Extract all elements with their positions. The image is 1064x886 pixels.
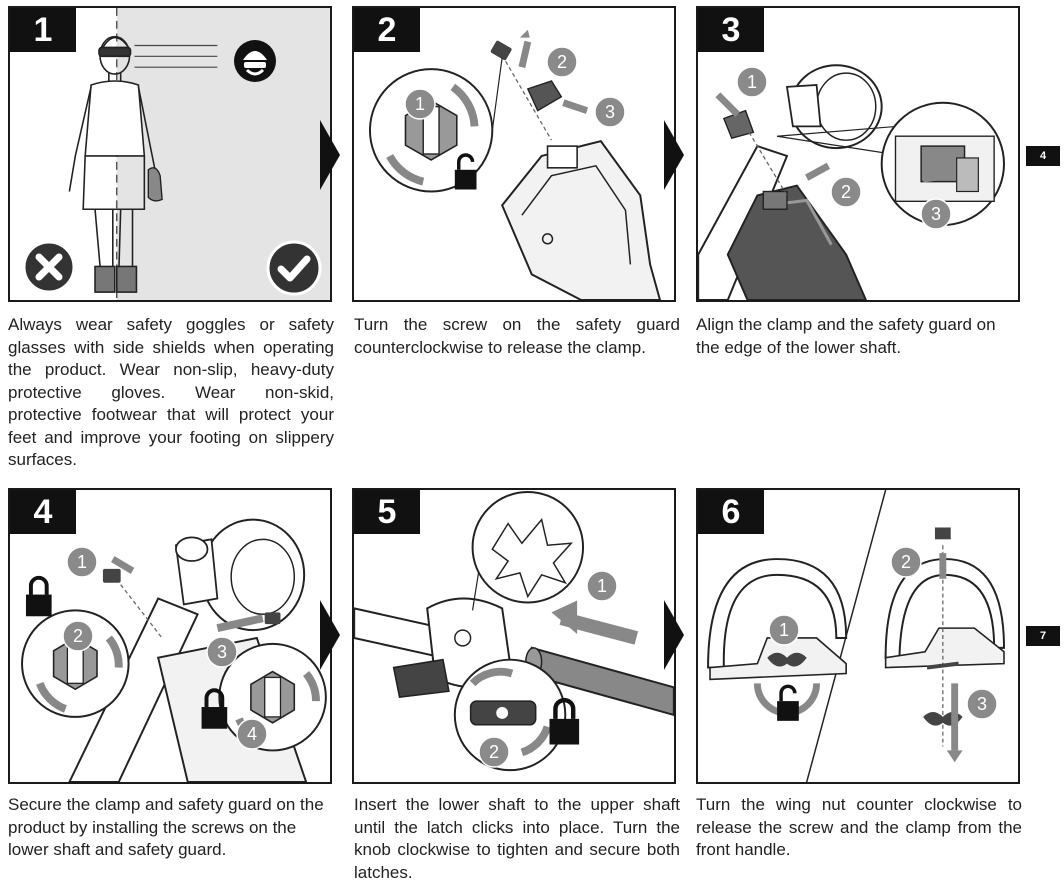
callout-2: 2 bbox=[62, 620, 94, 652]
step-6-caption: Turn the wing nut counter clockwise to r… bbox=[696, 795, 1022, 859]
svg-text:3: 3 bbox=[931, 204, 941, 224]
callout-3: 3 bbox=[594, 96, 626, 128]
svg-text:4: 4 bbox=[247, 724, 257, 744]
svg-text:2: 2 bbox=[73, 626, 83, 646]
step-3-panel: 3 1 2 3 bbox=[696, 6, 1020, 302]
step-2-number-badge: 2 bbox=[354, 8, 420, 52]
step-3-caption: Align the clamp and the safety guard on … bbox=[696, 315, 996, 357]
callout-3: 3 bbox=[966, 688, 998, 720]
correct-icon bbox=[266, 240, 322, 296]
svg-text:1: 1 bbox=[415, 94, 425, 114]
incorrect-icon bbox=[22, 240, 76, 294]
callout-1: 1 bbox=[404, 88, 436, 120]
step-1-illustration bbox=[68, 8, 330, 300]
next-step-arrow bbox=[320, 120, 340, 190]
svg-text:1: 1 bbox=[77, 552, 87, 572]
step-2-caption: Turn the screw on the safety guard count… bbox=[354, 315, 680, 357]
svg-text:1: 1 bbox=[747, 72, 757, 92]
step-6-number-badge: 6 bbox=[698, 490, 764, 534]
callout-1: 1 bbox=[736, 66, 768, 98]
svg-text:3: 3 bbox=[217, 642, 227, 662]
callout-3: 3 bbox=[920, 198, 952, 230]
step-4-illustration bbox=[21, 518, 327, 782]
svg-text:3: 3 bbox=[605, 102, 615, 122]
next-step-arrow bbox=[664, 120, 684, 190]
svg-text:1: 1 bbox=[597, 576, 607, 596]
step-1-caption: Always wear safety goggles or safety gla… bbox=[8, 315, 334, 469]
callout-1: 1 bbox=[768, 614, 800, 646]
step-1-panel: 1 bbox=[8, 6, 332, 302]
step-3-number-badge: 3 bbox=[698, 8, 764, 52]
callout-2: 2 bbox=[890, 546, 922, 578]
step-5-number-badge: 5 bbox=[354, 490, 420, 534]
step-5-caption: Insert the lower shaft to the upper shaf… bbox=[354, 795, 680, 882]
callout-4: 4 bbox=[236, 718, 268, 750]
step-2-illustration bbox=[368, 29, 662, 300]
svg-text:2: 2 bbox=[557, 52, 567, 72]
callout-2: 2 bbox=[546, 46, 578, 78]
step-6-panel: 6 1 2 3 bbox=[696, 488, 1020, 784]
svg-text:2: 2 bbox=[901, 552, 911, 572]
next-step-arrow bbox=[664, 600, 684, 670]
callout-1: 1 bbox=[66, 546, 98, 578]
next-step-arrow bbox=[320, 600, 340, 670]
step-5-panel: 5 1 2 bbox=[352, 488, 676, 784]
page-reference-4: 4 bbox=[1026, 146, 1060, 166]
step-3-illustration bbox=[698, 64, 1005, 300]
svg-text:2: 2 bbox=[489, 742, 499, 762]
callout-3: 3 bbox=[206, 636, 238, 668]
callout-2: 2 bbox=[830, 176, 862, 208]
page-reference-7: 7 bbox=[1026, 626, 1060, 646]
callout-2: 2 bbox=[478, 736, 510, 768]
svg-text:1: 1 bbox=[779, 620, 789, 640]
svg-text:2: 2 bbox=[841, 182, 851, 202]
step-4-number-badge: 4 bbox=[10, 490, 76, 534]
helmet-goggles-icon bbox=[234, 40, 276, 82]
step-4-caption: Secure the clamp and safety guard on the… bbox=[8, 795, 324, 859]
step-4-panel: 4 1 2 3 4 bbox=[8, 488, 332, 784]
svg-text:3: 3 bbox=[977, 694, 987, 714]
step-6-illustration bbox=[707, 490, 1005, 782]
callout-1: 1 bbox=[586, 570, 618, 602]
step-2-panel: 2 1 2 3 bbox=[352, 6, 676, 302]
step-1-number-badge: 1 bbox=[10, 8, 76, 52]
